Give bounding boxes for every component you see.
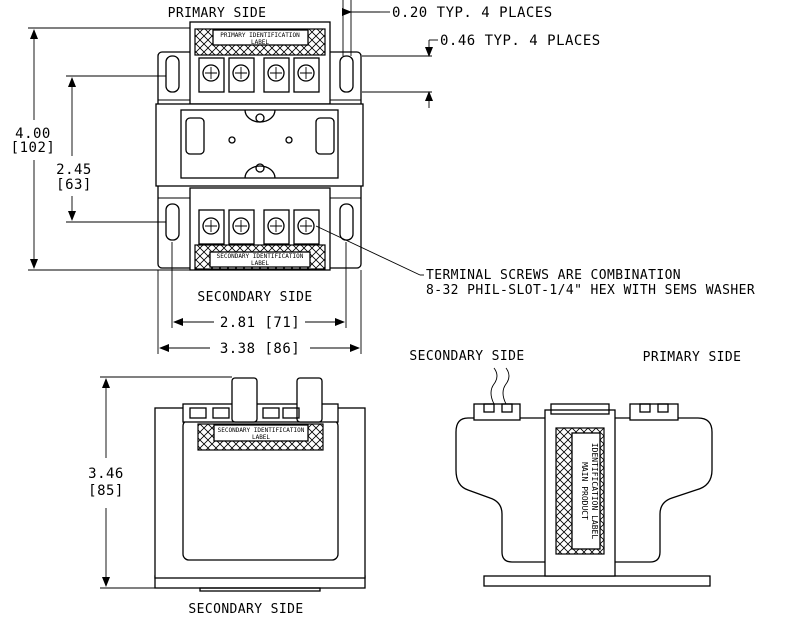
primary-id-label-line1: PRIMARY IDENTIFICATION: [220, 32, 300, 39]
top-view: PRIMARY IDENTIFICATION LABEL: [11, 0, 755, 357]
terminal-screw-icon: [232, 64, 250, 82]
slot-length-callout: 0.46 TYP. 4 PLACES: [440, 33, 601, 49]
lead-wire-icon: [490, 367, 498, 405]
secondary-side-label: SECONDARY SIDE: [197, 290, 312, 305]
primary-side-label: PRIMARY SIDE: [168, 6, 267, 21]
primary-terminals: [198, 57, 320, 93]
side-primary-side-label: PRIMARY SIDE: [643, 350, 742, 365]
front-view: SECONDARY IDENTIFICATION LABEL 3.46 [85]…: [88, 376, 366, 617]
side-view: SECONDARY SIDE PRIMARY SIDE MAIN PRODUCT…: [409, 349, 742, 587]
terminal-screw-icon: [267, 217, 285, 235]
mount-width-dim: 2.81 [71]: [220, 315, 300, 331]
transformer-core: [155, 103, 364, 187]
side-terminal-secondary: [473, 403, 521, 421]
terminal-note-line2: 8-32 PHIL-SLOT-1/4" HEX WITH SEMS WASHER: [426, 283, 755, 298]
front-secondary-side-label: SECONDARY SIDE: [188, 602, 303, 617]
mount-spacing-mm: [63]: [56, 177, 92, 193]
mount-spacing-in: 2.45: [56, 162, 92, 178]
overall-height-mm: [102]: [11, 140, 56, 156]
terminal-screw-icon: [232, 217, 250, 235]
front-post-left: [231, 377, 258, 423]
overall-width-dim: 3.38 [86]: [220, 341, 300, 357]
main-label-line2: IDENTIFICATION LABEL: [590, 443, 599, 540]
side-secondary-side-label: SECONDARY SIDE: [409, 349, 524, 364]
secondary-id-label-line1: SECONDARY IDENTIFICATION: [217, 253, 304, 260]
terminal-note-line1: TERMINAL SCREWS ARE COMBINATION: [426, 268, 681, 283]
front-id-label-line2: LABEL: [252, 434, 270, 441]
front-post-right: [296, 377, 323, 423]
slot-width-callout: 0.20 TYP. 4 PLACES: [392, 5, 553, 21]
terminal-screw-icon: [297, 217, 315, 235]
terminal-screw-icon: [202, 217, 220, 235]
front-id-label-line1: SECONDARY IDENTIFICATION: [218, 427, 305, 434]
secondary-id-label-line2: LABEL: [251, 260, 269, 267]
front-height-in: 3.46: [88, 466, 124, 482]
overall-height-in: 4.00: [15, 126, 51, 142]
terminal-screw-icon: [297, 64, 315, 82]
slot-top-left: [165, 55, 180, 93]
terminal-screw-icon: [267, 64, 285, 82]
front-height-mm: [85]: [88, 483, 124, 499]
terminal-screw-icon: [202, 64, 220, 82]
primary-id-label-line2: LABEL: [251, 39, 269, 46]
side-base-plate: [483, 575, 711, 587]
main-label-line1: MAIN PRODUCT: [580, 462, 589, 520]
slot-top-right: [339, 55, 354, 93]
side-terminal-primary: [629, 403, 679, 421]
lead-wire-icon: [502, 367, 510, 405]
